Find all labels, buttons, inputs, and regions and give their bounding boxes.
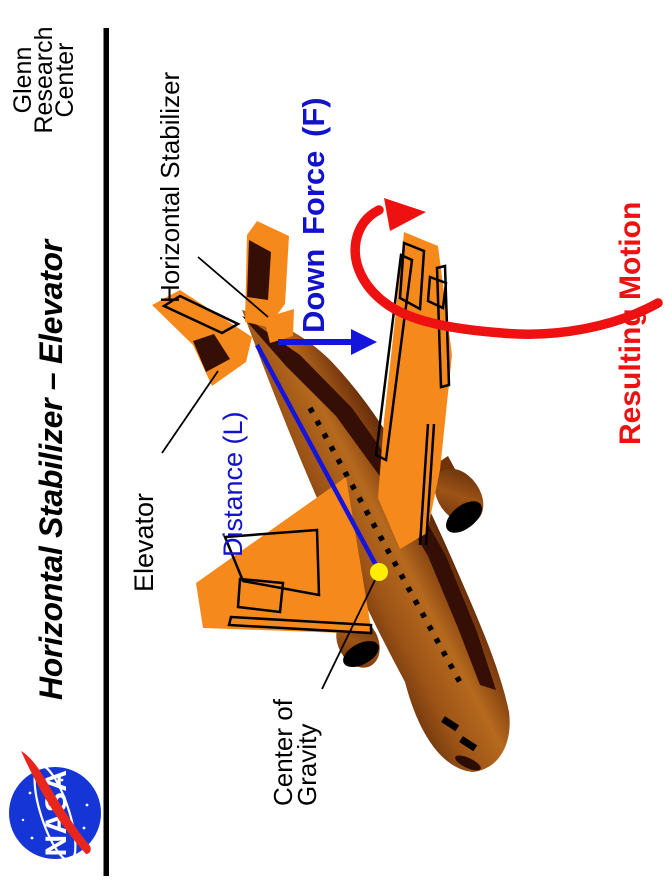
label-down-force: Down Force (F) bbox=[296, 97, 331, 333]
slide-title: Horizontal Stabilizer – Elevator bbox=[33, 240, 69, 700]
cockpit-window-2 bbox=[459, 736, 478, 752]
distance-line bbox=[255, 343, 380, 571]
wing-right-leading-outline bbox=[374, 253, 414, 462]
elevator-up-panel bbox=[247, 240, 271, 300]
wing-right-root-lines bbox=[418, 423, 436, 546]
label-horizontal-stabilizer: Horizontal Stabilizer bbox=[155, 71, 185, 303]
wing-left-flap-outline-small bbox=[236, 577, 285, 614]
org-name: Glenn Research Center bbox=[9, 23, 79, 137]
tail-assembly bbox=[152, 221, 294, 386]
label-elevator: Elevator bbox=[129, 492, 159, 592]
label-cog-line-2: Gravity bbox=[291, 723, 322, 806]
elevator-outline bbox=[161, 294, 241, 335]
label-distance: Distance (L) bbox=[218, 411, 248, 557]
wing-left bbox=[196, 477, 373, 635]
resulting-motion-arrow bbox=[350, 198, 663, 339]
nasa-logo-swoosh bbox=[21, 751, 91, 854]
cg-dot bbox=[370, 563, 388, 581]
header-rule bbox=[103, 28, 109, 876]
resulting-motion-arrowhead bbox=[384, 198, 426, 231]
elevator-left-panel bbox=[193, 334, 230, 372]
engine-left-inlet bbox=[343, 640, 379, 668]
wing-left-trailing-strip bbox=[227, 615, 373, 635]
wing-left-flap-outline-large bbox=[223, 528, 321, 597]
engine-right-inlet bbox=[446, 501, 482, 533]
wing-right-trailing-outline bbox=[435, 264, 451, 389]
cockpit-window-1 bbox=[441, 716, 460, 732]
org-line-3: Center bbox=[51, 42, 79, 118]
nose-shadow bbox=[455, 755, 481, 771]
cg-leader-line bbox=[321, 579, 376, 690]
nasa-logo-orbit bbox=[33, 764, 77, 862]
label-center-of-gravity: Center of Gravity bbox=[268, 699, 322, 806]
wing-right-tip-outline bbox=[398, 241, 426, 312]
airplane bbox=[152, 221, 510, 772]
down-force-arrow bbox=[278, 329, 377, 355]
elevator-leader-line bbox=[161, 370, 219, 454]
wing-right-mid-outline bbox=[426, 275, 448, 310]
nasa-logo: NASA bbox=[9, 751, 101, 862]
down-force-arrowhead bbox=[351, 329, 377, 355]
stabilizer-right bbox=[264, 309, 294, 343]
cabin-windows bbox=[307, 406, 465, 688]
fuselage-dark-band bbox=[242, 316, 496, 690]
label-resulting-motion: Resulting Motion bbox=[614, 201, 647, 445]
hstab-leader-line bbox=[197, 256, 269, 318]
